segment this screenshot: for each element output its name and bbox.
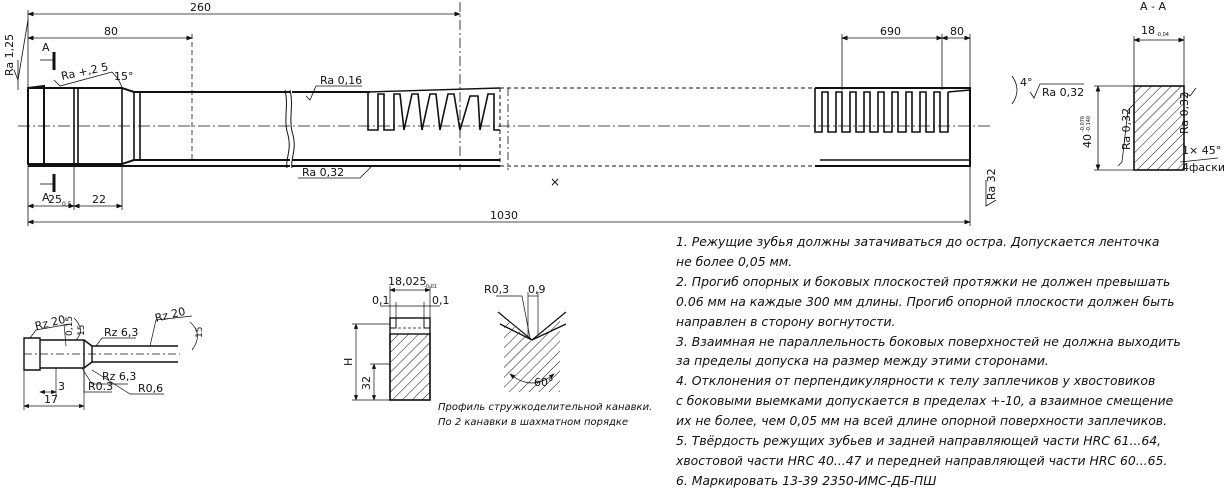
chamfer-count: 4фаски — [1182, 161, 1225, 174]
angle-15c: 15 — [195, 327, 205, 338]
groove-height-label: H — [342, 358, 355, 366]
dim-3: 3 — [58, 380, 65, 393]
note-line: направлен в сторону вогнутости. — [676, 313, 896, 329]
dim-015: 0,15 — [65, 316, 75, 336]
groove-side-left: 0,1 — [372, 294, 390, 307]
section-height-tol-bottom: -0,140 — [1086, 116, 1092, 132]
angle-15a: 15 — [77, 325, 87, 336]
r06: R0,6 — [138, 382, 163, 395]
section-width: 18 — [1141, 24, 1155, 37]
angle-15: 15° — [114, 70, 134, 83]
note-line: хвостовой части HRC 40...47 и передней н… — [676, 452, 1168, 468]
r03: R0.3 — [88, 380, 113, 393]
ra-032-right: Ra 0,32 — [1042, 86, 1084, 99]
main-view — [18, 84, 990, 170]
detail-groove-labels: 18,025 -0,01 0,1 0,1 H 32 Профиль стружк… — [342, 275, 652, 428]
technical-notes: 1. Режущие зубья должны затачиваться до … — [676, 232, 1221, 491]
note-line: не более 0,05 мм. — [676, 253, 793, 269]
dim-total-length: 260 — [190, 1, 211, 14]
ra-016: Ra 0,16 — [320, 74, 362, 87]
chamfer-label: 1× 45° — [1182, 144, 1221, 157]
shank-body — [28, 87, 290, 165]
dim-25-tol: 0,5 — [62, 201, 72, 208]
rz63-bottom: Rz 6,3 — [102, 370, 136, 383]
vee-radius: R0,3 — [484, 283, 509, 296]
section-aa-labels: A - A 18 -0,04 40 -0,076 -0,140 Ra 0,32 … — [1080, 0, 1225, 174]
dim-80-right: 80 — [950, 25, 964, 38]
vee-angle: 60° — [534, 376, 554, 389]
detail-groove — [352, 286, 440, 401]
vee-width: 0,9 — [528, 283, 546, 296]
section-aa — [1094, 36, 1219, 171]
rz20-left: Rz 20 — [34, 313, 67, 333]
section-height-tol-top: -0,076 — [1080, 116, 1086, 132]
dim-690: 690 — [880, 25, 901, 38]
note-line: 0.06 мм на каждые 300 мм длины. Прогиб о… — [676, 293, 1175, 309]
groove-width-tol: -0,01 — [424, 284, 437, 290]
rz20-right: Rz 20 — [154, 305, 187, 325]
section-mark-top: A — [42, 41, 50, 54]
center-mark: × — [550, 175, 560, 189]
ra-032-bottom: Ra 0,32 — [302, 166, 344, 179]
section-ra-right: Ra 0,32 — [1178, 92, 1191, 134]
rz63-top: Rz 6,3 — [104, 326, 138, 339]
section-aa-body — [1133, 85, 1185, 171]
groove-caption-1: Профиль стружкоделительной канавки. — [438, 402, 652, 413]
detail-shank-labels: Rz 20 0,15 15 Rz 6,3 Rz 20 15 Rz 6,3 R0.… — [34, 305, 205, 406]
section-width-tol: -0,04 — [1156, 32, 1169, 38]
note-line: 1. Режущие зубья должны затачиваться до … — [676, 234, 1160, 249]
section-aa-title: A - A — [1140, 0, 1166, 13]
dim-22: 22 — [92, 193, 106, 206]
note-line: 4. Отклонения от перпендикулярности к те… — [676, 373, 1156, 389]
detail-vee — [496, 292, 567, 392]
section-ra-left: Ra 0,32 — [1120, 108, 1133, 150]
groove-width: 18,025 — [388, 275, 427, 288]
note-line: их не более, чем 0,05 мм на всей длине о… — [676, 413, 1168, 429]
note-line: 6. Маркировать 13-39 2350-ИМС-ДБ-ПШ — [676, 472, 937, 488]
main-dimensions — [13, 2, 1084, 226]
teeth-right — [814, 87, 971, 167]
note-line: за пределы допуска на размер между этими… — [676, 353, 1049, 369]
detail-shank — [23, 315, 198, 410]
angle-4: 4° — [1020, 76, 1033, 89]
dim-head-length: 80 — [104, 25, 118, 38]
section-height: 40 — [1081, 134, 1094, 148]
ra-125: Ra 1,25 — [3, 34, 16, 76]
teeth-left — [367, 87, 501, 131]
dim-17: 17 — [44, 393, 58, 406]
dim-overall-length: 1030 — [490, 209, 518, 222]
main-dimension-labels: 260 80 690 80 1030 25 0,5 22 A A Ra 1,25… — [3, 1, 1084, 222]
note-line: с боковыми выемками допускается в предел… — [676, 393, 1174, 409]
groove-dim-32: 32 — [360, 376, 373, 390]
groove-side-right: 0,1 — [432, 294, 450, 307]
detail-vee-labels: R0,3 0,9 60° — [484, 283, 554, 389]
note-line: 3. Взаимная не параллельность боковых по… — [676, 333, 1181, 349]
section-mark-bottom: A — [42, 191, 50, 204]
note-line: 5. Твёрдость режущих зубьев и задней нап… — [676, 433, 1162, 449]
ra-32-corner: Ra 32 — [985, 168, 998, 200]
note-line: 2. Прогиб опорных и боковых плоскостей п… — [676, 273, 1171, 289]
groove-caption-2: По 2 канавки в шахматном порядке — [438, 417, 628, 428]
dim-25: 25 — [48, 193, 62, 206]
